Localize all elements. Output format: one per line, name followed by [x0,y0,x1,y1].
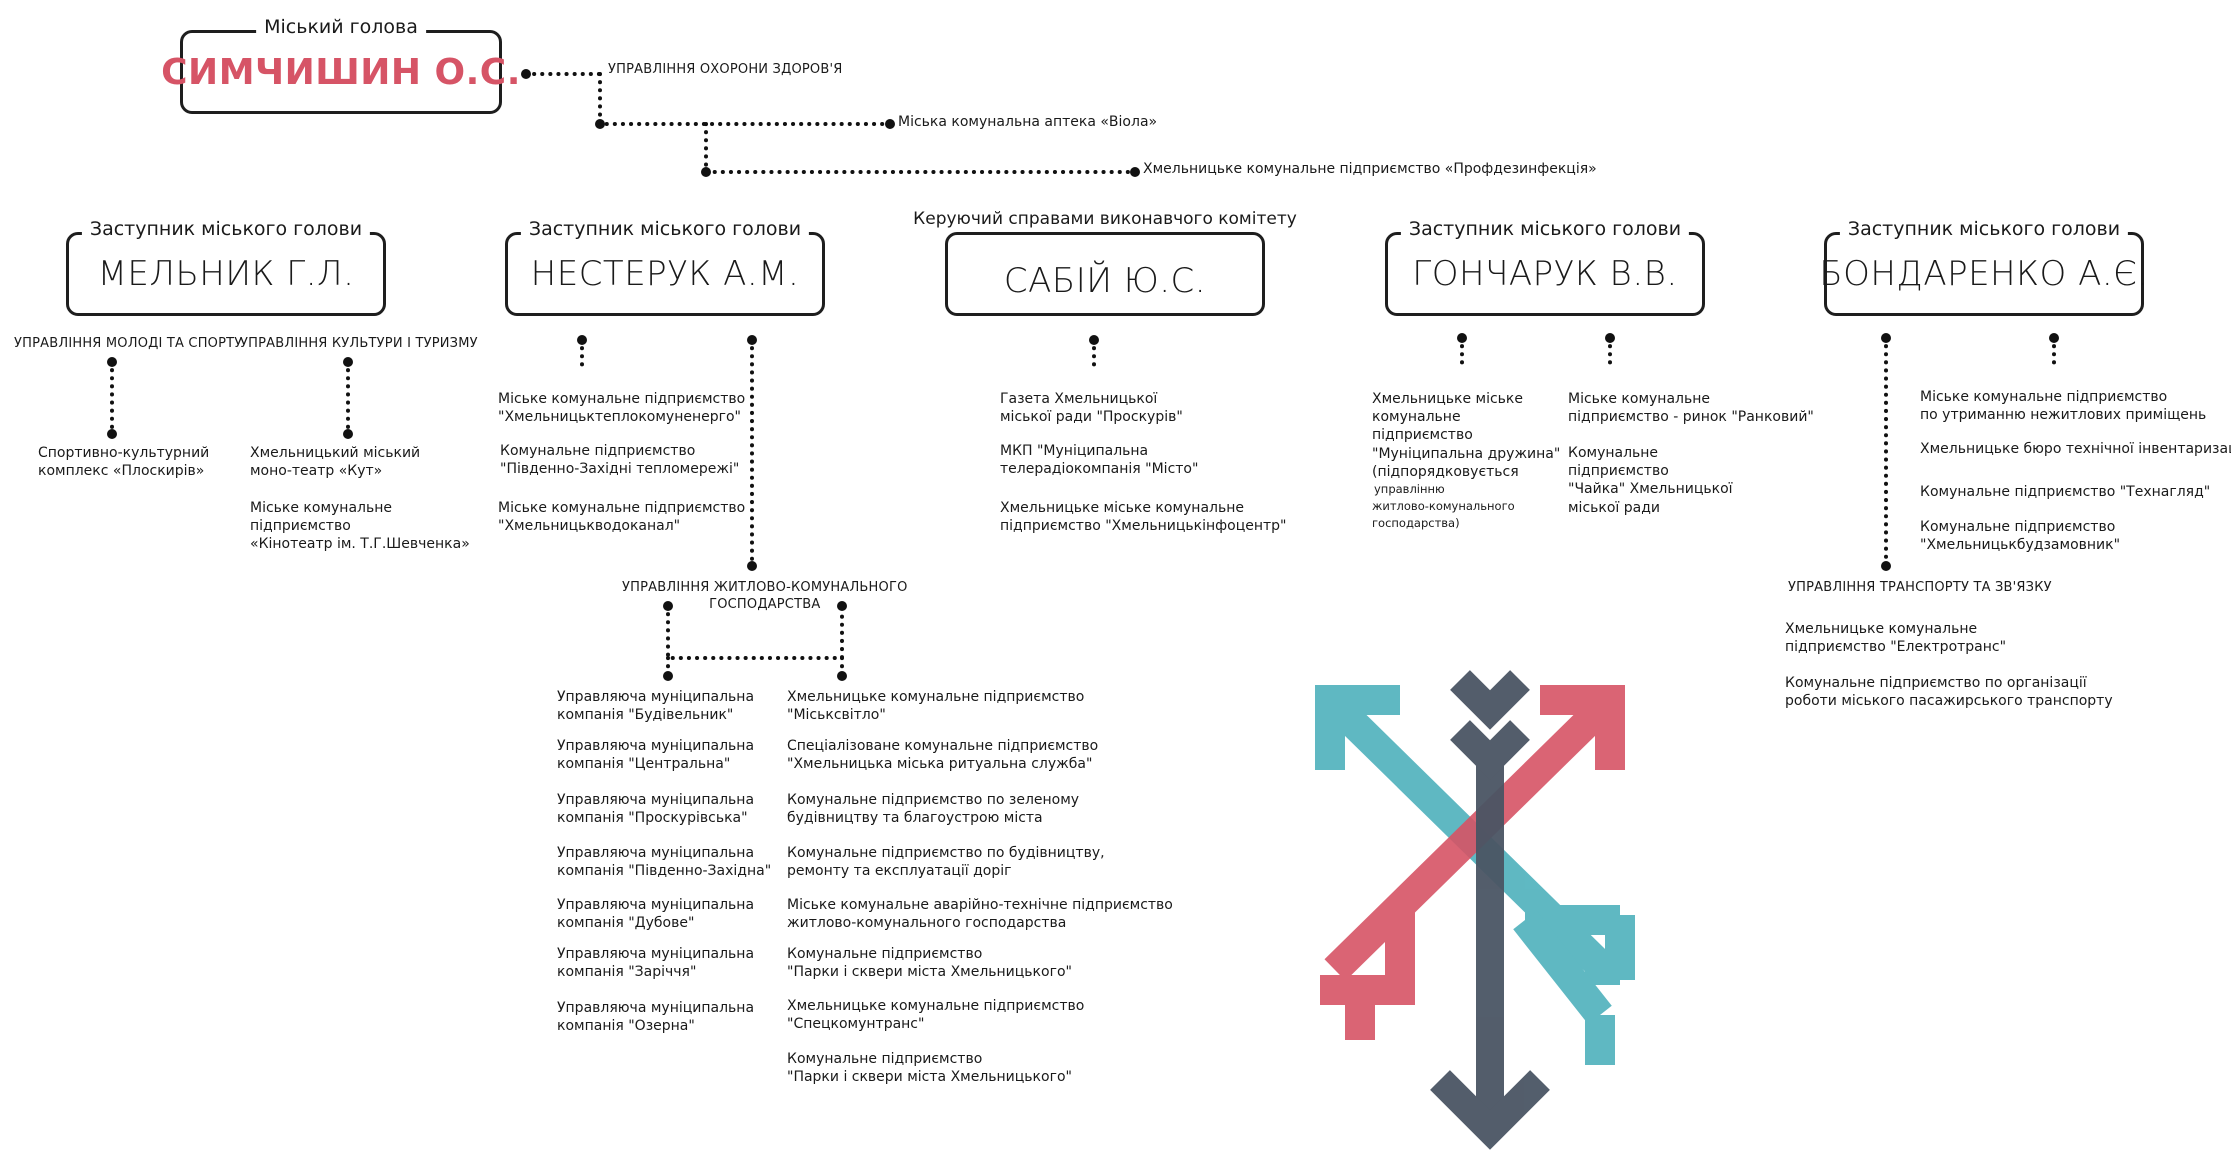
mayor-title: Міський голова [256,17,426,38]
deputy-box-honcharuk: Заступник міського голови ГОНЧАРУК В.В. [1385,219,1705,316]
bondarenko-item: Комунальне підприємство"Хмельницькбудзам… [1920,519,2121,554]
mayor-unit-health: УПРАВЛІННЯ ОХОРОНИ ЗДОРОВ'Я [608,62,843,77]
dept-transport: УПРАВЛІННЯ ТРАНСПОРТУ ТА ЗВ'ЯЗКУ [1788,580,2052,595]
bondarenko-item: Хмельницьке бюро технічної інвентаризаці… [1920,441,2231,457]
deputy-title: Заступник міського голови [520,219,810,240]
housing-enterprise: Комунальне підприємство"Парки і сквери м… [787,946,1072,981]
deputy-box-melnyk: Заступник міського голови МЕЛЬНИК Г.Л. [66,219,386,316]
bondarenko-item: Комунальне підприємство "Технагляд" [1920,484,2211,500]
deputy-name: НЕСТЕРУК А.М. [530,254,800,294]
mayor-box: Міський голова СИМЧИШИН О.С. [161,17,520,114]
deputy-box-sabiy: Керуючий справами виконавчого комітету С… [905,211,1305,316]
deputy-name: МЕЛЬНИК Г.Л. [97,254,355,294]
city-logo [1315,670,1635,1150]
mayor-unit-disinfection: Хмельницьке комунальне підприємство «Про… [1143,161,1597,177]
deputy-name: САБІЙ Ю.С. [1003,261,1207,301]
deputy-title: Заступник міського голови [1839,219,2129,240]
deputy-title: Керуючий справами виконавчого комітету [905,211,1305,228]
housing-enterprise: Спеціалізоване комунальне підприємство"Х… [787,738,1099,773]
housing-enterprise: Комунальне підприємство"Парки і сквери м… [787,1051,1072,1086]
housing-enterprise: Комунальне підприємство по будівництву,р… [787,845,1105,880]
deputy-title: Заступник міського голови [1400,219,1690,240]
deputy-box-nesteruk: Заступник міського голови НЕСТЕРУК А.М. [505,219,825,316]
nesteruk-item: Комунальне підприємство"Південно-Західні… [500,443,740,478]
nesteruk-item: Міське комунальне підприємство"Хмельниць… [498,500,746,535]
mayor-unit-pharmacy: Міська комунальна аптека «Віола» [898,114,1158,130]
deputy-title: Заступник міського голови [81,219,371,240]
deputy-name: ГОНЧАРУК В.В. [1412,254,1678,294]
deputy-box-bondarenko: Заступник міського голови БОНДАРЕНКО А.Є… [1819,219,2148,316]
housing-enterprise: Хмельницьке комунальне підприємство"Спец… [787,998,1085,1033]
housing-enterprise: Хмельницьке комунальне підприємство"Місь… [787,689,1085,724]
dept-culture-tourism: УПРАВЛІННЯ КУЛЬТУРИ І ТУРИЗМУ [240,336,478,351]
dept-youth-sport: УПРАВЛІННЯ МОЛОДІ ТА СПОРТУ [14,336,243,351]
nesteruk-item: Міське комунальне підприємство"Хмельниць… [498,391,746,426]
housing-enterprise: Міське комунальне аварійно-технічне підп… [787,897,1173,932]
mayor-name: СИМЧИШИН О.С. [161,51,521,93]
deputy-name: БОНДАРЕНКО А.Є. [1819,254,2149,294]
